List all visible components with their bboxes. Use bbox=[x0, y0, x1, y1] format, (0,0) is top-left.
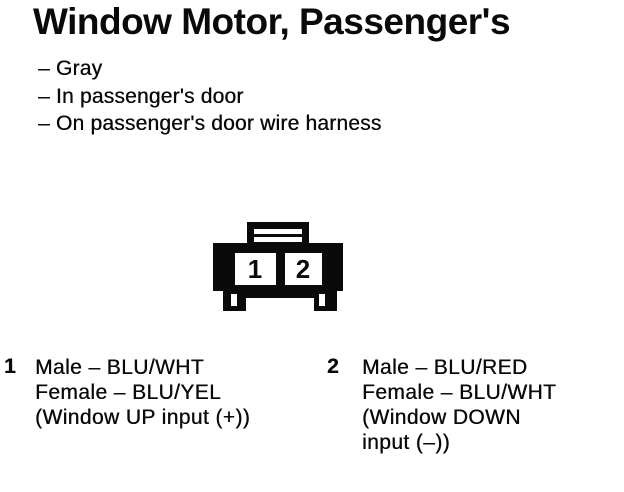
pin-2-male-wire: Male – BLU/RED bbox=[362, 356, 528, 379]
pin-2-function-line2: input (–)) bbox=[362, 431, 451, 454]
pin-1-cavity bbox=[235, 253, 276, 285]
pin-2-function-line1: (Window DOWN bbox=[362, 406, 521, 429]
body-right-wall bbox=[322, 243, 343, 291]
body-center-divider bbox=[276, 243, 285, 291]
right-foot-notch bbox=[319, 294, 325, 306]
lock-tab-ridge bbox=[254, 234, 302, 237]
pin-1-number: 1 bbox=[4, 355, 16, 378]
page-title: Window Motor, Passenger's bbox=[33, 1, 511, 42]
body-right-foot bbox=[314, 285, 337, 311]
body-bottom-bar bbox=[223, 285, 337, 298]
pin-1-male-wire: Male – BLU/WHT bbox=[35, 356, 204, 379]
pin-1-female-wire: Female – BLU/YEL bbox=[35, 381, 222, 404]
pin-1-description: Male – BLU/WHT Female – BLU/YEL (Window … bbox=[35, 355, 250, 430]
note-connector-harness: – On passenger's door wire harness bbox=[38, 112, 382, 135]
connector-diagram: 1 2 bbox=[205, 218, 355, 318]
pin-2-number: 2 bbox=[327, 355, 339, 378]
connector-notes: – Gray – In passenger's door – On passen… bbox=[38, 55, 382, 138]
pin-2-female-wire: Female – BLU/WHT bbox=[362, 381, 557, 404]
connector-2pin-icon: 1 2 bbox=[213, 222, 343, 311]
body-left-wall bbox=[213, 243, 235, 291]
left-foot-notch bbox=[231, 294, 237, 306]
pin-2-description: Male – BLU/RED Female – BLU/WHT (Window … bbox=[362, 355, 556, 455]
note-connector-location: – In passenger's door bbox=[38, 84, 244, 108]
pin-2-cavity-label: 2 bbox=[296, 254, 310, 284]
pin-2-cavity bbox=[285, 253, 322, 285]
pin-1-cavity-label: 1 bbox=[248, 254, 262, 284]
pin-1-function: (Window UP input (+)) bbox=[35, 406, 251, 429]
note-connector-color: – Gray bbox=[38, 57, 103, 80]
connector-body-icon bbox=[213, 243, 343, 311]
